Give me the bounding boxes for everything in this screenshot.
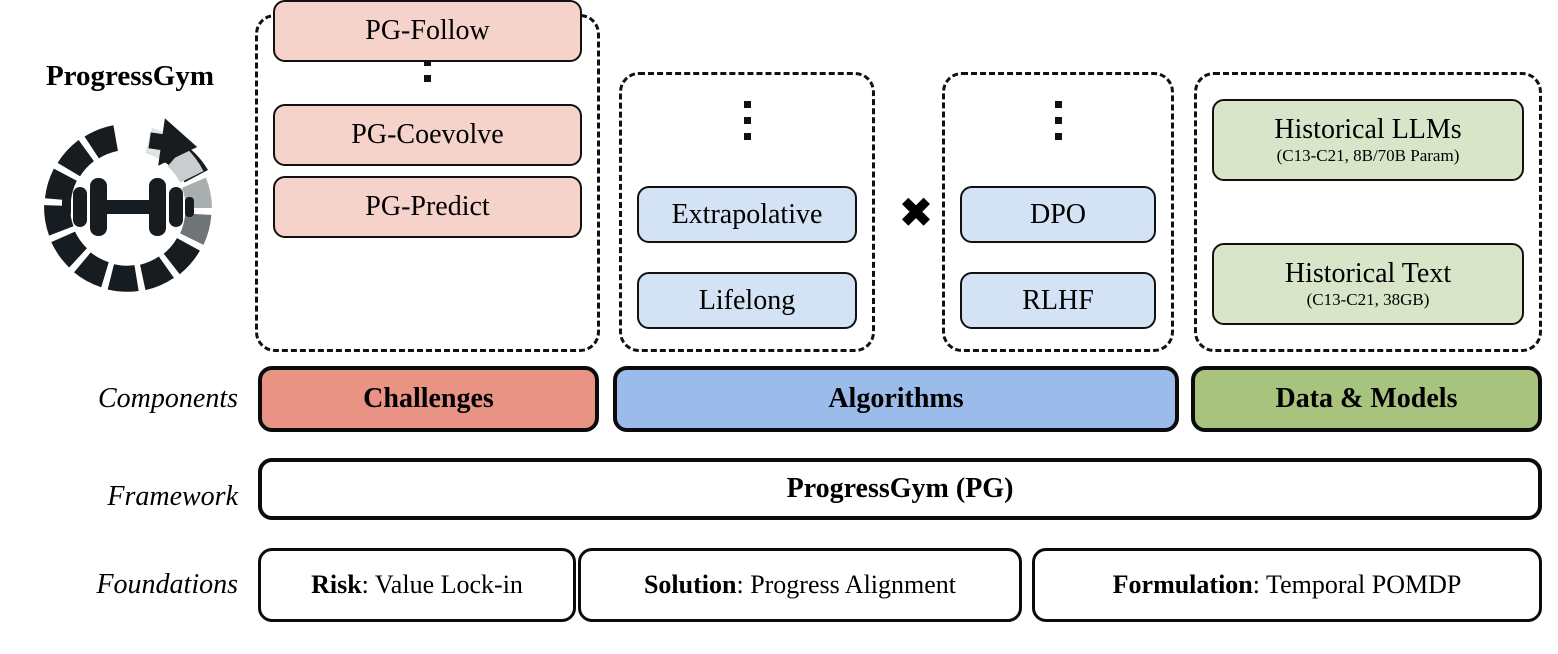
framework-bar[interactable]: ProgressGym (PG) [258, 458, 1542, 520]
data-item-historical-text[interactable]: Historical Text (C13-C21, 38GB) [1212, 243, 1524, 325]
component-bar-challenges[interactable]: Challenges [258, 366, 599, 432]
row-label-foundations: Foundations [96, 569, 238, 600]
foundation-value: : Temporal POMDP [1252, 570, 1462, 599]
challenge-item-pg-follow[interactable]: PG-Follow [273, 0, 582, 62]
algorithm-item-label: DPO [1029, 198, 1086, 230]
foundation-key: Formulation [1112, 570, 1253, 599]
algorithm-item-rlhf[interactable]: RLHF [960, 272, 1156, 329]
algorithm-item-extrapolative[interactable]: Extrapolative [637, 186, 857, 243]
data-item-label: Historical Text [1284, 257, 1452, 289]
data-item-historical-llms[interactable]: Historical LLMs (C13-C21, 8B/70B Param) [1212, 99, 1524, 181]
foundation-value: : Value Lock-in [361, 570, 523, 599]
row-label-framework: Framework [107, 481, 238, 512]
challenge-item-label: PG-Follow [365, 15, 490, 47]
brand-block: ProgressGym [14, 62, 246, 91]
challenge-item-label: PG-Coevolve [351, 119, 504, 151]
component-bar-data-models[interactable]: Data & Models [1191, 366, 1542, 432]
algorithm-item-lifelong[interactable]: Lifelong [637, 272, 857, 329]
data-item-sublabel: (C13-C21, 8B/70B Param) [1276, 146, 1460, 166]
foundation-box-risk[interactable]: Risk: Value Lock-in [258, 548, 576, 622]
algorithm-item-label: RLHF [1022, 284, 1094, 316]
component-bar-algorithms[interactable]: Algorithms [613, 366, 1179, 432]
component-bar-label: Challenges [363, 383, 494, 414]
brand-title: ProgressGym [45, 60, 215, 92]
multiply-icon: ✖ [898, 188, 934, 237]
foundation-box-solution[interactable]: Solution: Progress Alignment [578, 548, 1022, 622]
vertical-ellipsis-icon [945, 101, 1171, 140]
row-label-components: Components [98, 383, 238, 414]
foundation-key: Risk [311, 570, 362, 599]
foundation-box-formulation[interactable]: Formulation: Temporal POMDP [1032, 548, 1542, 622]
data-item-label: Historical LLMs [1274, 113, 1462, 145]
algorithm-item-label: Extrapolative [671, 198, 823, 230]
challenge-item-pg-predict[interactable]: PG-Predict [273, 176, 582, 238]
component-bar-label: Algorithms [828, 383, 964, 414]
algorithm-item-label: Lifelong [698, 284, 796, 316]
challenge-item-pg-coevolve[interactable]: PG-Coevolve [273, 104, 582, 166]
group-container-algorithm-paradigms [619, 72, 875, 352]
group-container-data-models [1194, 72, 1542, 352]
foundation-value: : Progress Alignment [736, 570, 957, 599]
algorithm-item-dpo[interactable]: DPO [960, 186, 1156, 243]
framework-bar-label: ProgressGym (PG) [786, 473, 1014, 504]
progressgym-logo-icon [28, 108, 228, 308]
group-container-algorithm-methods [942, 72, 1174, 352]
component-bar-label: Data & Models [1275, 383, 1458, 414]
foundation-key: Solution [643, 570, 737, 599]
vertical-ellipsis-icon [622, 101, 872, 140]
data-item-sublabel: (C13-C21, 38GB) [1306, 290, 1430, 310]
challenge-item-label: PG-Predict [365, 191, 490, 223]
